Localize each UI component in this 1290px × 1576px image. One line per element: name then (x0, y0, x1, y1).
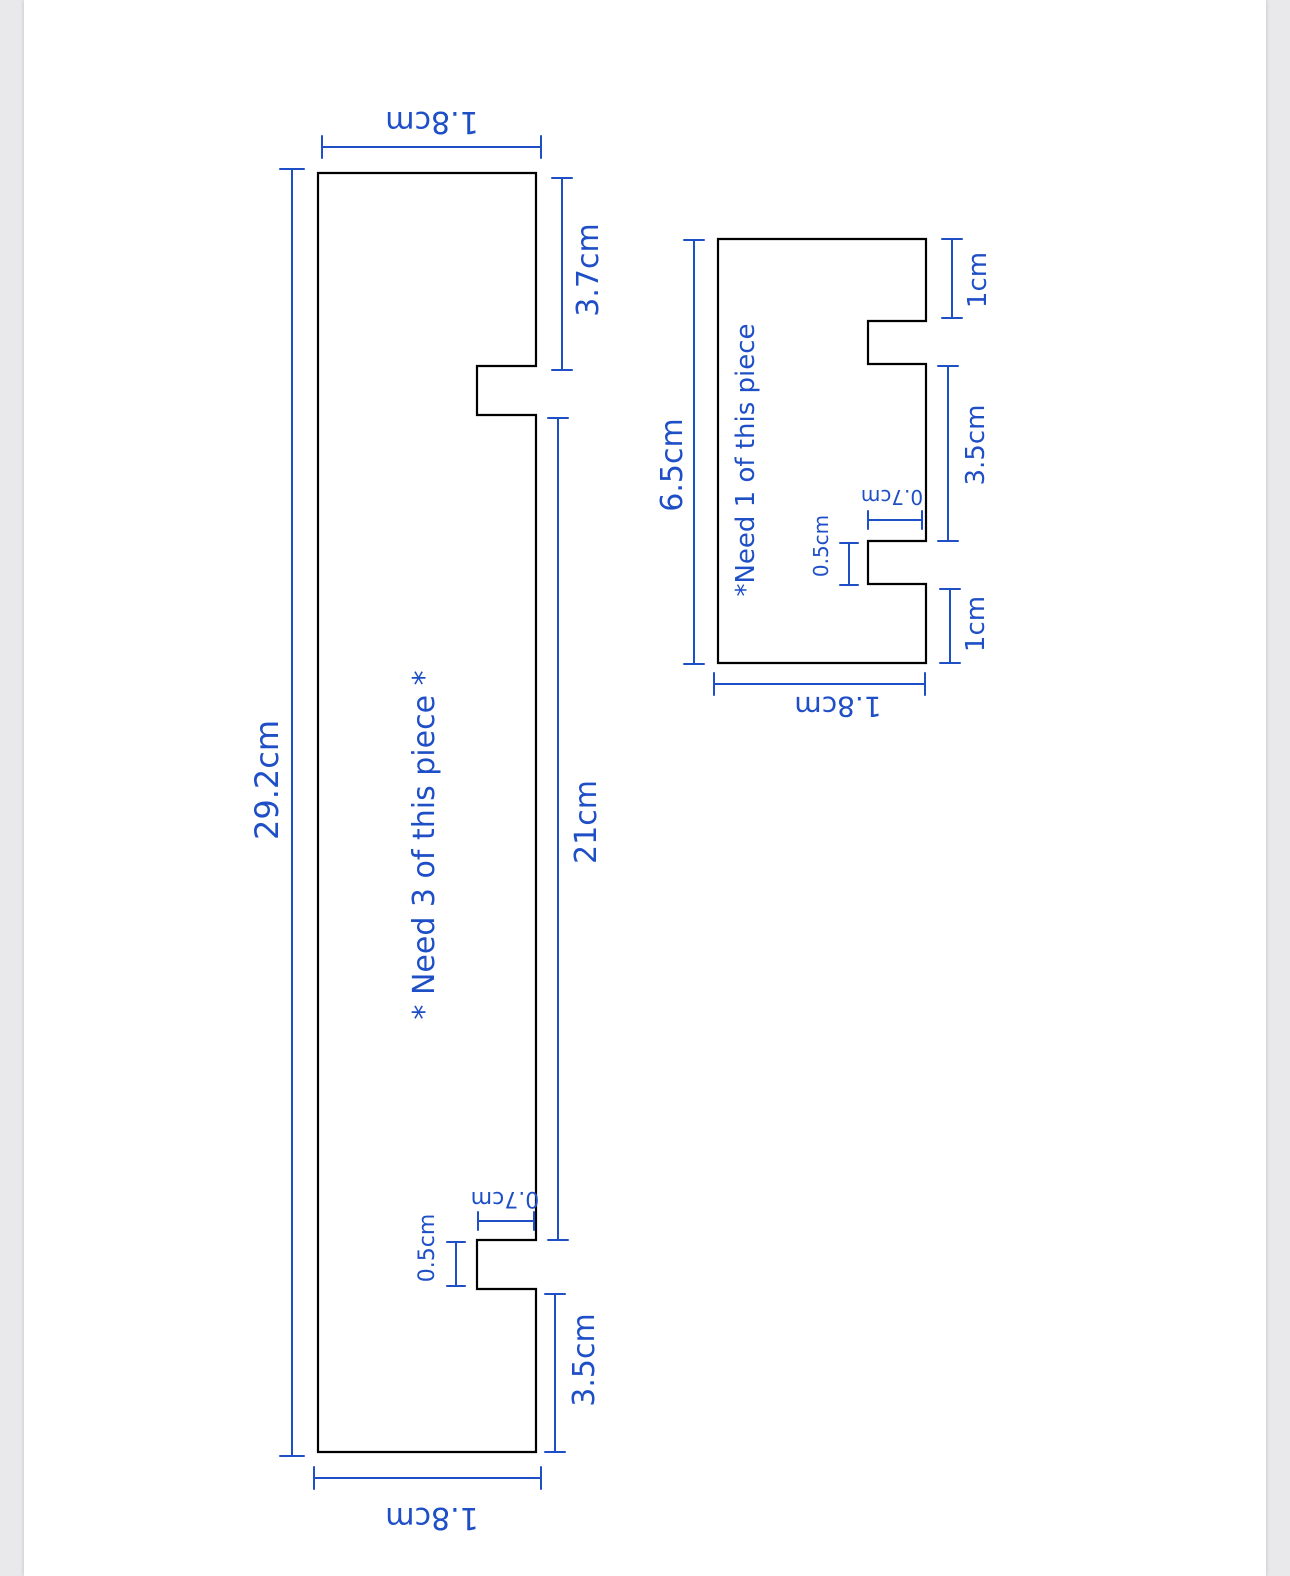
short-width-dimension (713, 672, 926, 696)
long-top-width-dimension (321, 135, 542, 159)
short-length-label: 6.5cm (655, 418, 690, 511)
long-top-width-label: 1.8cm (385, 104, 478, 139)
long-piece-note: * Need 3 of this piece * (407, 670, 442, 1019)
paper-sheet (24, 0, 1266, 1576)
short-piece-note: *Need 1 of this piece (731, 323, 761, 596)
short-length-dimension (683, 239, 705, 665)
short-segment-middle-label: 3.5cm (961, 405, 991, 486)
short-piece: 6.5cm 1.8cm 1cm 3.5cm 1cm (655, 237, 993, 723)
long-segment-dimensions (544, 177, 573, 1453)
long-length-dimension (279, 168, 305, 1457)
short-notch-dimensions (839, 510, 923, 586)
long-bottom-width-label: 1.8cm (385, 1500, 478, 1535)
short-width-label: 1.8cm (794, 690, 881, 723)
long-segment-middle-label: 21cm (569, 780, 604, 864)
long-segment-top-label: 3.7cm (571, 223, 606, 316)
long-length-label: 29.2cm (248, 720, 286, 840)
long-bottom-width-dimension (313, 1466, 542, 1490)
short-notch-width-label: 0.5cm (809, 515, 833, 577)
long-notch-dimensions (446, 1211, 535, 1287)
long-notch-depth-label: 0.7cm (471, 1186, 540, 1211)
long-segment-bottom-label: 3.5cm (567, 1313, 602, 1406)
short-segment-top-label: 1cm (963, 252, 993, 308)
long-piece-outline (316, 171, 538, 1454)
long-notch-width-label: 0.5cm (415, 1214, 440, 1283)
short-piece-outline (716, 237, 928, 665)
short-notch-depth-label: 0.7cm (861, 485, 923, 509)
long-piece: 29.2cm 1.8cm 1.8cm 3.7cm 21cm (248, 104, 606, 1535)
short-segment-bottom-label: 1cm (961, 596, 991, 652)
short-segment-dimensions (937, 238, 963, 664)
